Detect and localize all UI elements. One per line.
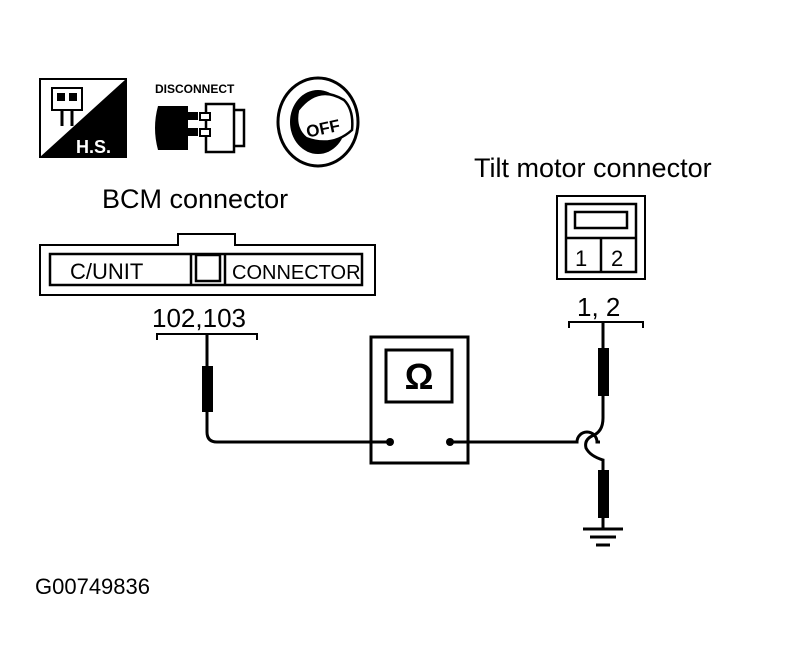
bcm-terminal-numbers: 102,103 bbox=[152, 303, 246, 333]
tilt-connector-title: Tilt motor connector bbox=[474, 153, 712, 183]
tilt-probe bbox=[598, 348, 609, 396]
wire-bcm-to-meter bbox=[205, 410, 390, 444]
harness-side-icon: H.S. bbox=[39, 78, 127, 158]
tilt-connector-block: 1 2 bbox=[556, 195, 646, 280]
bcm-connector-label: CONNECTOR bbox=[232, 262, 361, 284]
tilt-terminal-numbers: 1, 2 bbox=[577, 292, 620, 322]
disconnect-label: DISCONNECT bbox=[155, 82, 235, 96]
wire-meter-to-ground bbox=[450, 430, 600, 444]
bcm-cunit-label: C/UNIT bbox=[70, 259, 143, 284]
ground-symbol-icon bbox=[583, 527, 623, 547]
ohmmeter-icon: Ω bbox=[369, 335, 470, 465]
bcm-probe bbox=[202, 366, 213, 412]
tilt-pin-1: 1 bbox=[575, 246, 587, 271]
tilt-terminal-bracket bbox=[568, 321, 644, 328]
ohm-symbol: Ω bbox=[405, 356, 434, 397]
disconnect-connector-icon: DISCONNECT bbox=[155, 82, 246, 154]
tilt-pin-2: 2 bbox=[611, 246, 623, 271]
bcm-connector-title: BCM connector bbox=[102, 184, 288, 214]
bcm-connector-block: C/UNIT CONNECTOR bbox=[39, 233, 376, 296]
ground-probe bbox=[598, 470, 609, 518]
wire-tilt-to-ground bbox=[584, 396, 605, 472]
figure-id: G00749836 bbox=[35, 574, 150, 599]
ignition-key-off-icon: OFF bbox=[276, 76, 360, 168]
hs-label: H.S. bbox=[76, 137, 111, 157]
